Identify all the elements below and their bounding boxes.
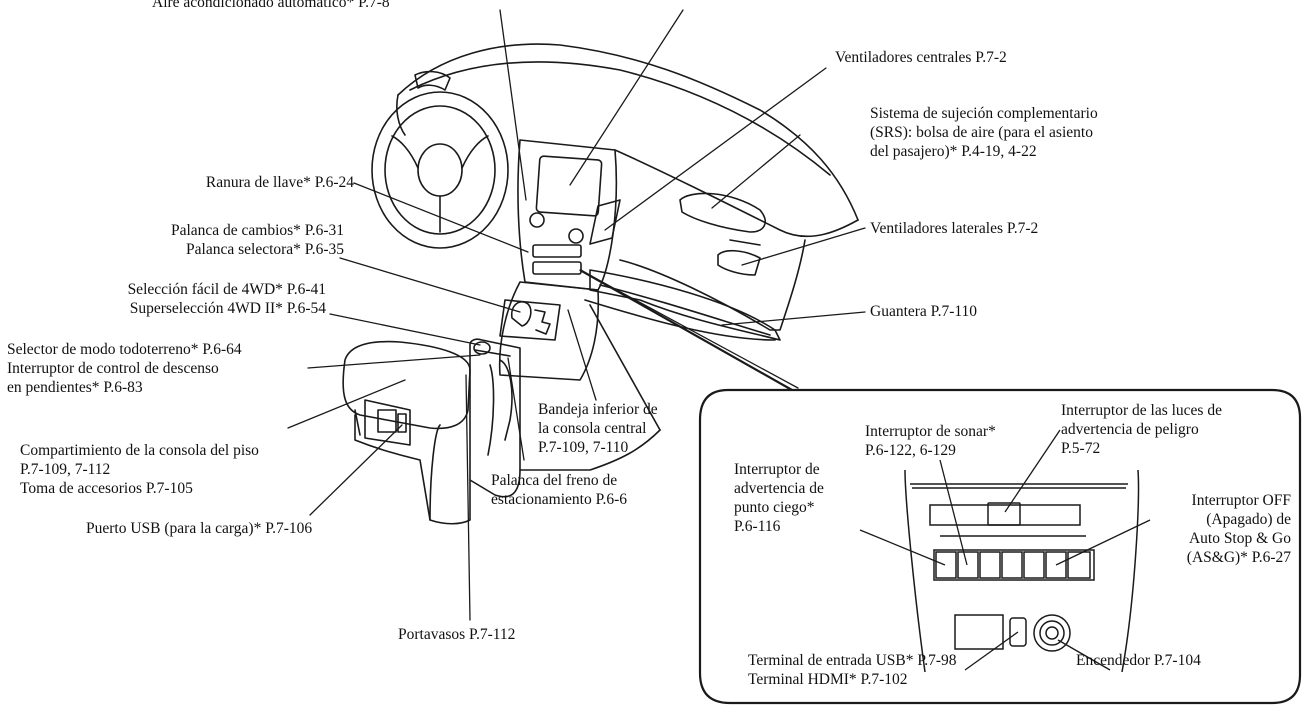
label-peligro-line1: Interruptor de las luces de	[1061, 402, 1222, 419]
label-srs: Sistema de sujeción complementario (SRS)…	[870, 104, 1098, 161]
label-asg-line4: (AS&G)* P.6-27	[1186, 549, 1291, 566]
label-aire-acondicionado: Aire acondicionado automático* P.7-8	[152, 0, 390, 11]
inset-panel	[904, 469, 926, 673]
accessory-slot	[954, 614, 1004, 650]
console-compartment	[364, 399, 411, 446]
leader-punto-ciego	[859, 529, 946, 566]
leader-encendedor	[1057, 639, 1111, 671]
center-screen	[535, 155, 603, 217]
label-palanca-line1: Palanca de cambios* P.6-31	[170, 222, 344, 239]
label-ventiladores-laterales: Ventiladores laterales P.7-2	[870, 220, 1039, 237]
shift-area	[498, 281, 600, 381]
label-bandeja-inferior: Bandeja inferior de la consola central P…	[538, 400, 658, 457]
label-freno-line2: estacionamiento P.6-6	[491, 491, 628, 508]
label-palanca-cambios: Palanca de cambios* P.6-31 Palanca selec…	[171, 221, 344, 259]
leader-selector	[307, 354, 481, 369]
label-bandeja-line3: P.7-109, 7-110	[538, 439, 629, 456]
label-4wd-line1: Selección fácil de 4WD* P.6-41	[127, 281, 326, 298]
leader-freno	[507, 357, 525, 461]
label-compartimiento-line2: P.7-109, 7-112	[20, 461, 111, 478]
switch-sonar	[957, 551, 979, 579]
leader-usb-carga	[309, 424, 403, 516]
center-knob-left	[529, 212, 545, 228]
leader-sonar	[939, 459, 968, 566]
label-freno-line1: Palanca del freno de	[491, 472, 618, 489]
leader-portavasos	[465, 374, 471, 621]
label-sonar: Interruptor de sonar* P.6-122, 6-129	[865, 422, 996, 460]
label-sonar-line2: P.6-122, 6-129	[865, 442, 956, 459]
leader-laterales	[741, 227, 866, 266]
dashboard-outline	[397, 43, 859, 221]
label-usb-entrada-line2: Terminal HDMI* P.7-102	[748, 671, 908, 688]
hazard-switch	[987, 502, 1021, 526]
label-punto-ciego-line4: P.6-116	[734, 518, 781, 535]
label-selector-line2: Interruptor de control de descenso	[7, 360, 219, 377]
switch-blind-spot	[935, 551, 957, 579]
label-punto-ciego: Interruptor de advertencia de punto cieg…	[734, 460, 824, 536]
label-punto-ciego-line1: Interruptor de	[734, 461, 820, 478]
usb-terminal	[1009, 617, 1027, 647]
label-peligro-line3: P.5-72	[1061, 440, 1101, 457]
leader-asg	[1055, 519, 1151, 566]
label-bandeja-line1: Bandeja inferior de	[538, 401, 658, 418]
passenger-airbag	[679, 192, 766, 233]
center-knob-right	[568, 228, 584, 244]
leader-ranura	[353, 182, 529, 253]
label-ventiladores-centrales: Ventiladores centrales P.7-2	[835, 49, 1007, 66]
leader-palanca	[339, 257, 521, 313]
label-luces-peligro: Interruptor de las luces de advertencia …	[1061, 401, 1222, 458]
label-guantera: Guantera P.7-110	[870, 303, 978, 320]
center-vent	[589, 199, 621, 245]
leader-srs	[711, 134, 801, 209]
label-usb-entrada-line1: Terminal de entrada USB* P.7-98	[748, 652, 957, 669]
armrest	[342, 340, 471, 430]
label-portavasos: Portavasos P.7-112	[398, 626, 516, 643]
label-srs-line3: del pasajero)* P.4-19, 4-22	[870, 143, 1037, 160]
label-peligro-line2: advertencia de peligro	[1061, 421, 1199, 438]
leader-4wd	[329, 313, 481, 346]
side-vent	[717, 249, 761, 276]
label-selector-line1: Selector de modo todoterreno* P.6-64	[7, 341, 242, 358]
callout-box	[579, 269, 1302, 705]
leader-compartimiento	[287, 379, 406, 429]
leader-aire	[499, 9, 527, 201]
leader-centrales	[604, 67, 827, 231]
label-puerto-usb-carga: Puerto USB (para la carga)* P.7-106	[86, 520, 313, 537]
leader-bandeja	[567, 309, 597, 401]
label-palanca-line2: Palanca selectora* P.6-35	[186, 241, 344, 258]
label-compartimiento-line1: Compartimiento de la consola del piso	[20, 442, 259, 459]
label-asg-line1: Interruptor OFF	[1191, 492, 1291, 509]
leader-peligro	[1004, 429, 1061, 513]
label-asg: Interruptor OFF (Apagado) de Auto Stop &…	[1187, 491, 1291, 567]
leader-usb-entrada	[964, 631, 1019, 671]
label-encendedor: Encendedor P.7-104	[1076, 652, 1201, 669]
label-sonar-line1: Interruptor de sonar*	[865, 423, 996, 440]
label-usb-entrada: Terminal de entrada USB* P.7-98 Terminal…	[748, 651, 957, 689]
cigarette-lighter	[1033, 614, 1071, 652]
label-compartimiento: Compartimiento de la consola del piso P.…	[20, 441, 259, 498]
label-asg-line2: (Apagado) de	[1206, 511, 1291, 528]
label-compartimiento-line3: Toma de accesorios P.7-105	[20, 480, 193, 497]
label-asg-line3: Auto Stop & Go	[1188, 530, 1291, 547]
label-4wd-line2: Superselección 4WD II* P.6-54	[129, 300, 326, 317]
label-seleccion-4wd: Selección fácil de 4WD* P.6-41 Supersele…	[128, 280, 326, 318]
dashboard-right	[614, 149, 859, 238]
switch-asg	[1045, 551, 1067, 579]
glove-box	[589, 269, 781, 341]
label-ranura-llave: Ranura de llave* P.6-24	[205, 174, 354, 191]
label-srs-line1: Sistema de sujeción complementario	[870, 105, 1098, 122]
steering-wheel	[371, 91, 509, 249]
label-srs-line2: (SRS): bolsa de aire (para el asiento	[870, 124, 1093, 141]
leader-guantera	[721, 311, 866, 326]
label-selector-line3: en pendientes* P.6-83	[7, 379, 143, 396]
label-bandeja-line2: la consola central	[538, 420, 647, 437]
label-punto-ciego-line3: punto ciego*	[734, 499, 815, 516]
leader-top	[569, 9, 684, 186]
label-punto-ciego-line2: advertencia de	[734, 480, 824, 497]
label-selector-modo: Selector de modo todoterreno* P.6-64 Int…	[7, 340, 242, 397]
label-freno-estacionamiento: Palanca del freno de estacionamiento P.6…	[491, 471, 627, 509]
